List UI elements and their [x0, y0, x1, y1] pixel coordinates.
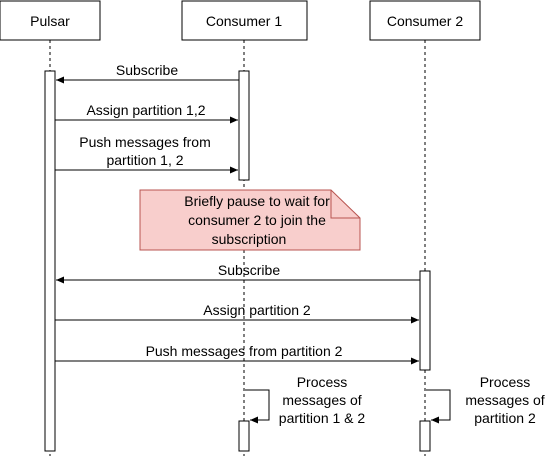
- activation-consumer1: [238, 70, 250, 181]
- activation-pulsar: [44, 70, 56, 452]
- note-line-1: Briefly pause to wait for: [184, 193, 330, 209]
- note-line-3: subscription: [212, 231, 287, 247]
- participant-pulsar[interactable]: Pulsar: [0, 0, 101, 41]
- message-label-push-c2: Push messages from partition 2: [146, 343, 343, 359]
- note-line-2: consumer 2 to join the: [188, 212, 326, 228]
- self-message-c2-line2: messages of: [465, 392, 544, 408]
- self-message-arrow-c1: [245, 389, 270, 424]
- self-message-c2-line3: partition 2: [474, 410, 536, 426]
- message-label-push-c1-line1: Push messages from: [79, 134, 211, 150]
- activation-consumer1-self: [238, 420, 250, 452]
- message-label-assign-c1: Assign partition 1,2: [86, 102, 205, 118]
- participant-consumer2[interactable]: Consumer 2: [369, 0, 481, 41]
- participant-consumer1-label: Consumer 1: [206, 13, 282, 29]
- activation-consumer2: [419, 270, 431, 371]
- message-label-push-c1-line2: partition 1, 2: [106, 152, 183, 168]
- participant-pulsar-label: Pulsar: [30, 13, 70, 29]
- self-message-c1-line1: Process: [297, 374, 348, 390]
- message-label-assign-c2: Assign partition 2: [203, 302, 311, 318]
- participant-consumer1[interactable]: Consumer 1: [181, 0, 308, 41]
- self-message-arrow-c2: [426, 389, 451, 424]
- activation-consumer2-self: [419, 420, 431, 452]
- participant-consumer2-label: Consumer 2: [387, 13, 463, 29]
- self-message-c1-line3: partition 1 & 2: [279, 410, 366, 426]
- message-label-subscribe-c1: Subscribe: [116, 62, 178, 78]
- message-label-subscribe-c2: Subscribe: [218, 262, 280, 278]
- self-message-c2-line1: Process: [480, 374, 531, 390]
- self-message-c1-line2: messages of: [282, 392, 361, 408]
- pause-note: Briefly pause to wait for consumer 2 to …: [139, 189, 361, 251]
